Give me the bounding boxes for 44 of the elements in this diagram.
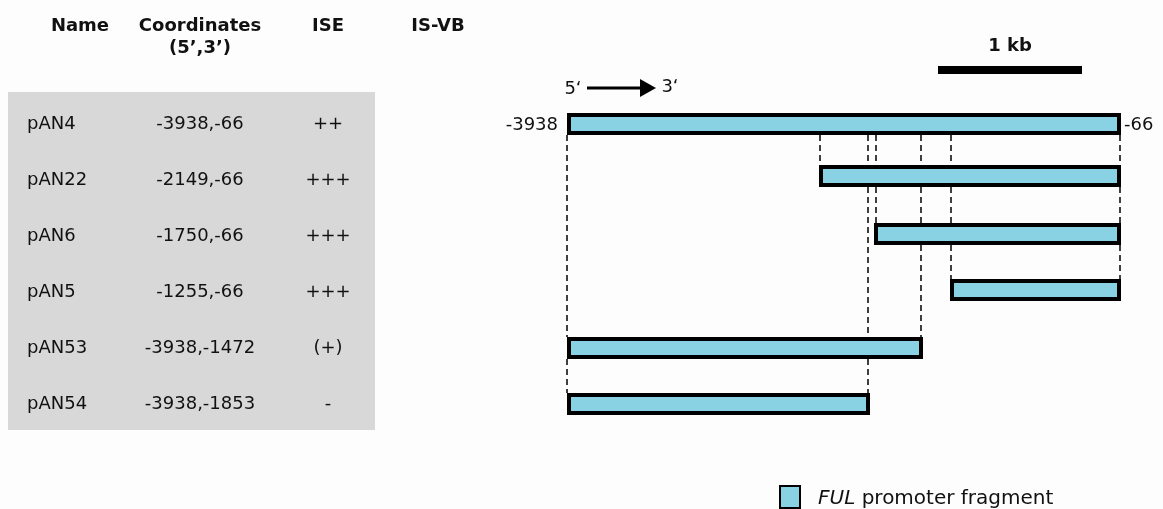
coordinate-range: -3938,-66	[156, 112, 244, 134]
dashed-guide-line	[920, 244, 922, 338]
coordinate-range: -1255,-66	[156, 280, 244, 302]
dashed-guide-line	[950, 244, 952, 280]
coordinate-label: -66	[1124, 113, 1154, 135]
legend-label: FUL promoter fragment	[818, 486, 1054, 508]
scale-label: 1 kb	[988, 34, 1032, 56]
construct-name: pAN5	[27, 280, 76, 302]
dashed-guide-line	[1119, 186, 1121, 224]
construct-name: pAN22	[27, 168, 88, 190]
activity-score: -	[324, 392, 332, 414]
column-header: IS-VB	[411, 14, 465, 36]
activity-score: (+)	[313, 336, 343, 358]
dashed-guide-line	[566, 134, 568, 338]
column-header: Coordinates (5’,3’)	[137, 14, 263, 58]
strand-end-label: 3‘	[661, 75, 679, 97]
dashed-guide-line	[867, 358, 869, 394]
promoter-fragment-bar	[874, 223, 1121, 245]
construct-name: pAN54	[27, 392, 88, 414]
column-header: Name	[50, 14, 110, 36]
promoter-fragment-bar	[950, 279, 1121, 301]
coordinate-range: -2149,-66	[156, 168, 244, 190]
activity-score: ++	[312, 112, 344, 134]
promoter-fragment-bar	[567, 113, 1121, 135]
dashed-guide-line	[566, 358, 568, 394]
coordinate-label: -3938	[505, 113, 558, 135]
construct-name: pAN53	[27, 336, 88, 358]
activity-score: +++	[305, 280, 351, 302]
dashed-guide-line	[875, 186, 877, 224]
column-header: ISE	[312, 14, 344, 36]
promoter-fragment-bar	[567, 337, 923, 359]
activity-score: +++	[305, 224, 351, 246]
promoter-fragment-bar	[567, 393, 870, 415]
strand-end-label: 5‘	[564, 77, 582, 99]
dashed-guide-line	[1119, 244, 1121, 280]
dashed-guide-line	[920, 186, 922, 224]
construct-name: pAN6	[27, 224, 76, 246]
activity-score: +++	[305, 168, 351, 190]
coordinate-range: -3938,-1853	[144, 392, 256, 414]
promoter-fragment-bar	[819, 165, 1121, 187]
dashed-guide-line	[950, 186, 952, 224]
coordinate-range: -3938,-1472	[144, 336, 256, 358]
construct-name: pAN4	[27, 112, 76, 134]
coordinate-range: -1750,-66	[156, 224, 244, 246]
